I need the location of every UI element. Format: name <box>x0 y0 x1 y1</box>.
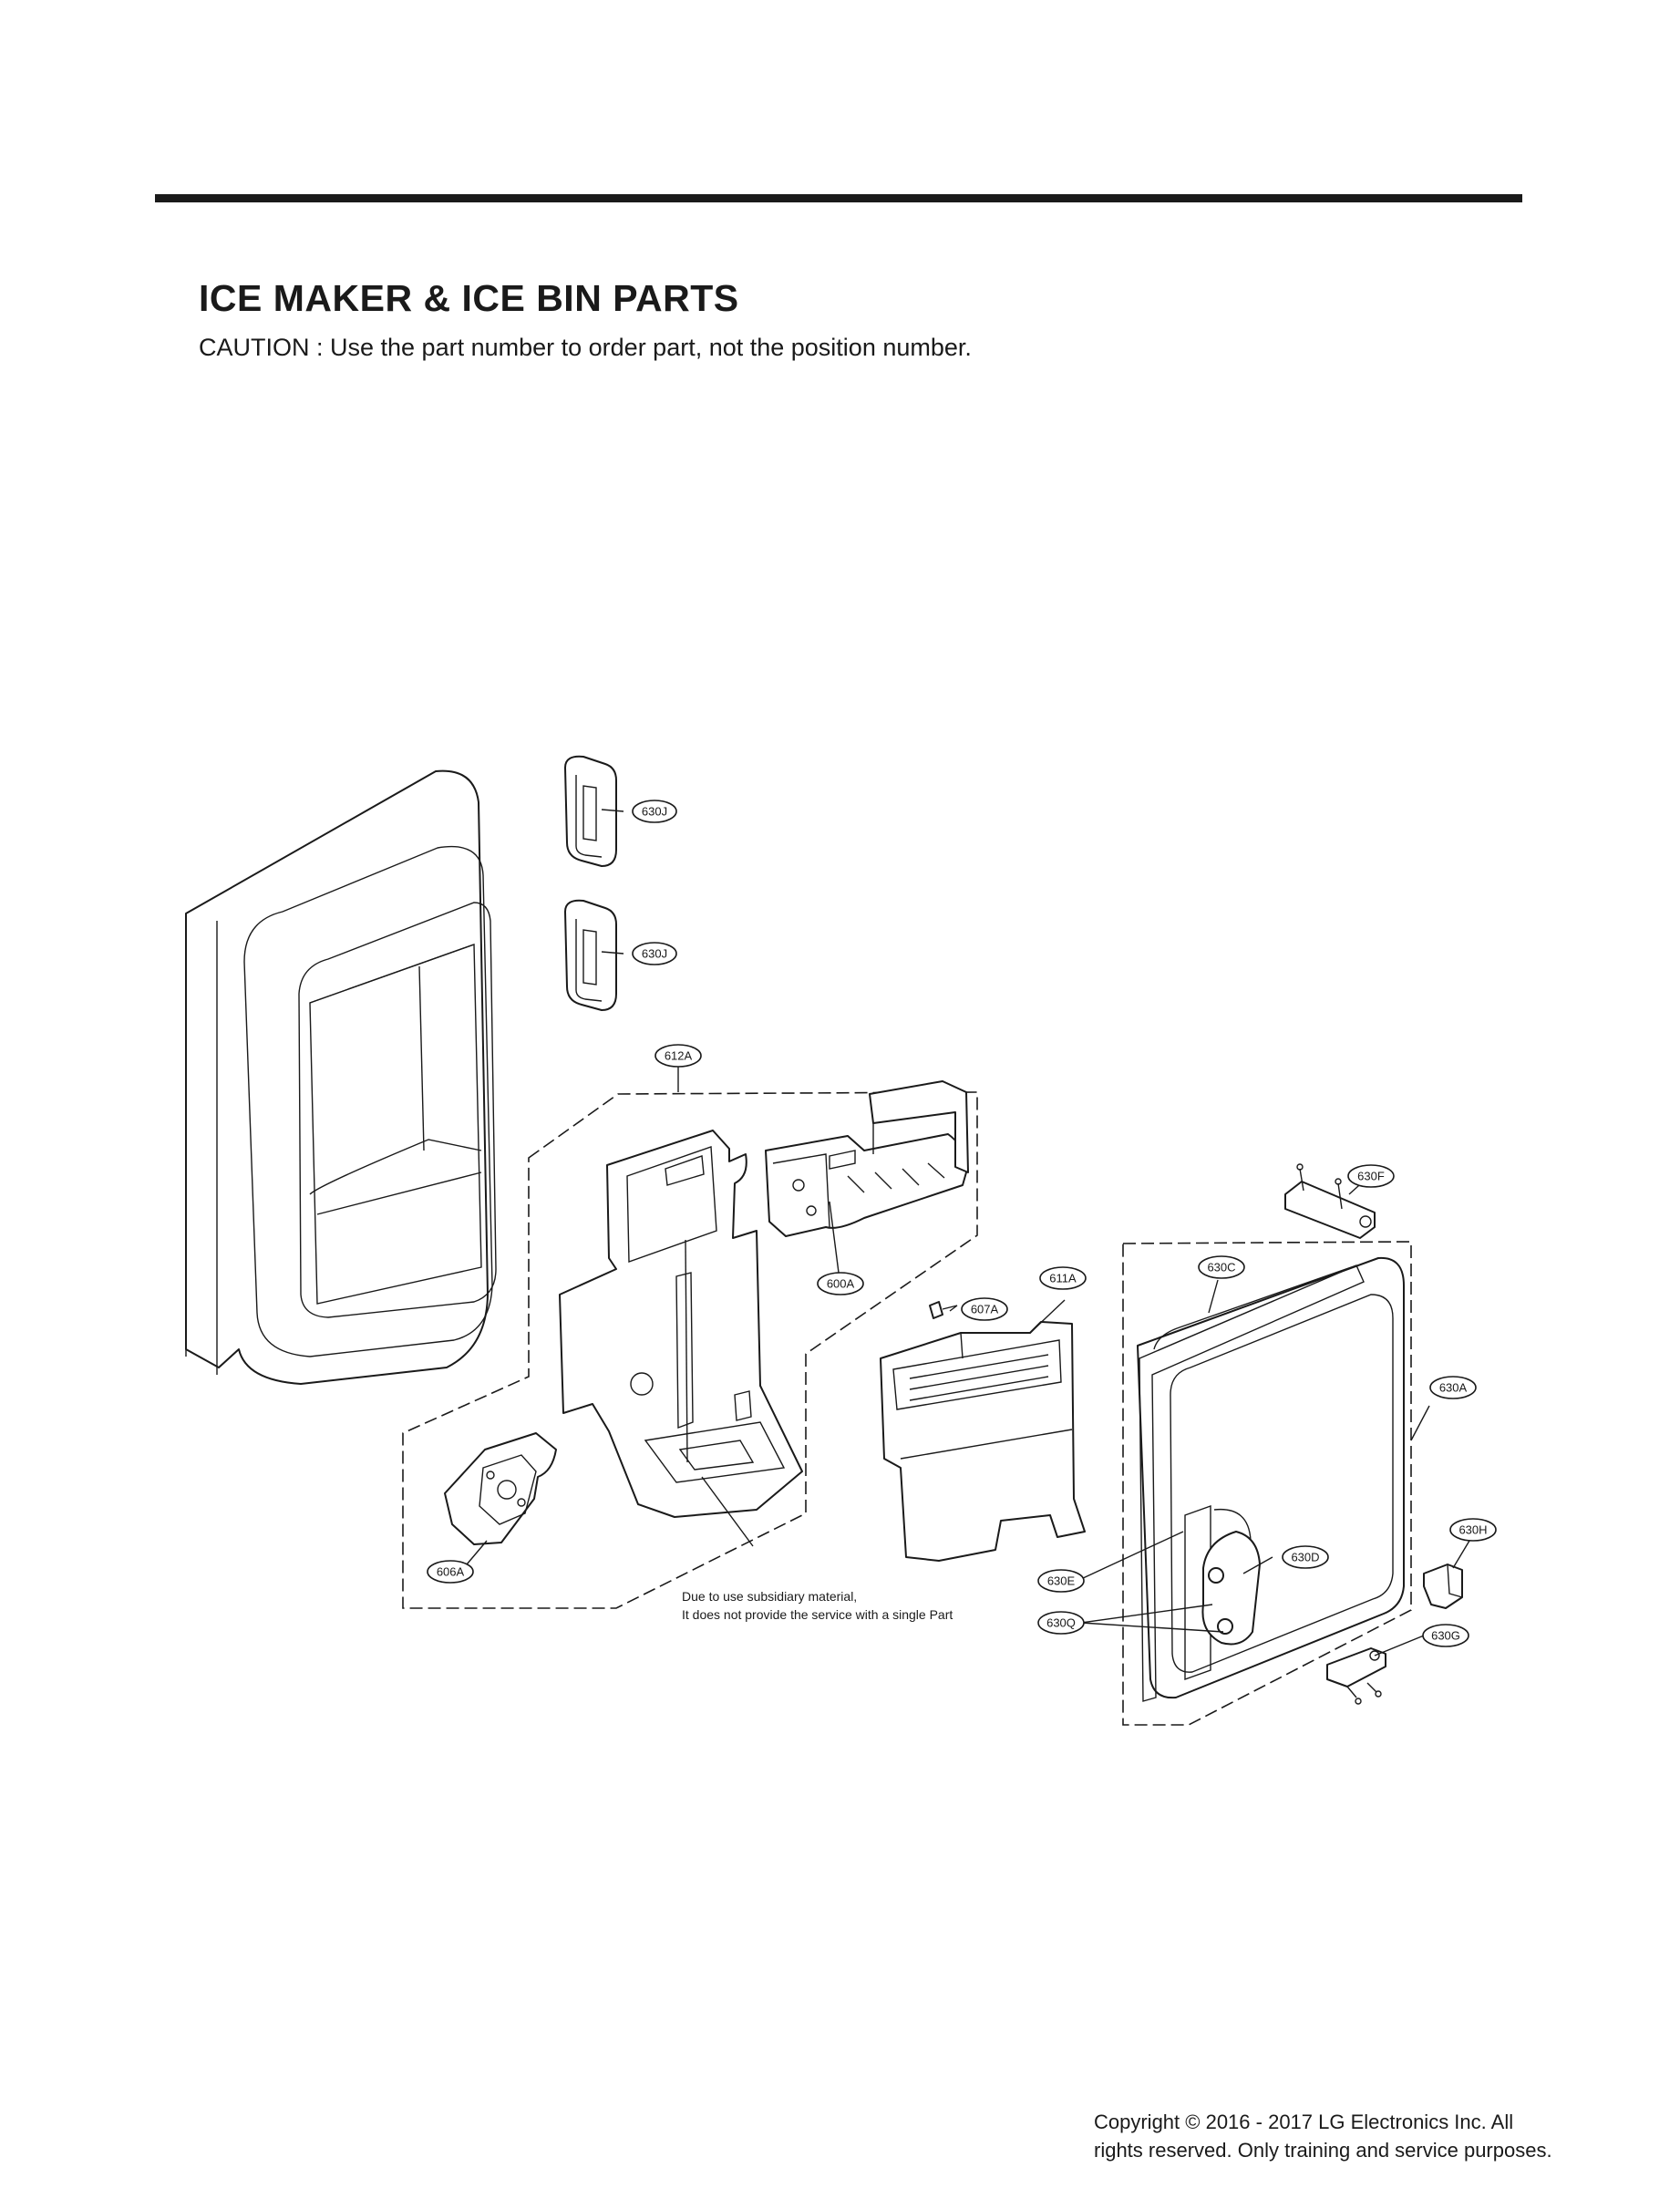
leader-lines <box>466 809 1470 1656</box>
note-line-1: Due to use subsidiary material, <box>682 1589 857 1604</box>
callout-label: 630Q <box>1046 1615 1076 1629</box>
hinge-bracket-630g <box>1326 1647 1386 1705</box>
caution-note: CAUTION : Use the part number to order p… <box>199 334 972 361</box>
callout-label: 630D <box>1291 1550 1319 1564</box>
callout-label: 630A <box>1439 1380 1468 1394</box>
screw-607a <box>929 1301 958 1319</box>
callout-label: 600A <box>827 1276 855 1290</box>
copyright-notice: Copyright © 2016 - 2017 LG Electronics I… <box>1094 2108 1604 2164</box>
callout-606a: 606A <box>427 1560 474 1584</box>
callout-611a: 611A <box>1039 1266 1087 1290</box>
callout-label: 630H <box>1458 1522 1487 1536</box>
ice-maker-unit <box>765 1080 969 1237</box>
callout-label: 630J <box>642 804 667 818</box>
callout-label: 630C <box>1207 1260 1235 1274</box>
callout-630g: 630G <box>1422 1624 1469 1647</box>
callout-label: 611A <box>1049 1271 1077 1285</box>
header-rule <box>155 194 1522 202</box>
callout-label: 612A <box>665 1048 693 1062</box>
callout-label: 630F <box>1357 1169 1385 1182</box>
hinge-cap-lower <box>564 899 617 1011</box>
ice-maker-bracket <box>559 1130 803 1518</box>
callout-630c: 630C <box>1198 1255 1245 1279</box>
door-gasket <box>1139 1264 1365 1702</box>
callout-600a: 600A <box>817 1272 864 1295</box>
hinge-cap-upper <box>564 755 617 867</box>
callout-label: 630G <box>1431 1628 1460 1642</box>
callout-630e: 630E <box>1037 1569 1085 1593</box>
door-stopper-630h <box>1423 1564 1463 1609</box>
note-line-2: It does not provide the service with a s… <box>682 1607 953 1622</box>
callout-630a: 630A <box>1429 1376 1477 1399</box>
callout-612a: 612A <box>654 1044 702 1068</box>
callout-630h: 630H <box>1449 1518 1497 1542</box>
copyright-line-2: rights reserved. Only training and servi… <box>1094 2139 1552 2162</box>
ice-bin-door-boundary <box>1122 1241 1412 1726</box>
callout-630f: 630F <box>1347 1164 1395 1188</box>
callout-label: 606A <box>437 1564 465 1578</box>
callout-630d: 630D <box>1282 1545 1329 1569</box>
callout-607a: 607A <box>961 1297 1008 1321</box>
door-liner <box>185 769 497 1385</box>
ice-bin-door <box>1137 1256 1405 1699</box>
ice-guide-606a <box>444 1432 557 1545</box>
door-latch <box>1201 1531 1261 1646</box>
page-title: ICE MAKER & ICE BIN PARTS <box>199 277 739 319</box>
callout-630j-top: 630J <box>632 800 677 823</box>
callout-label: 630E <box>1047 1574 1076 1587</box>
callout-label: 607A <box>971 1302 999 1316</box>
callout-630j-bottom: 630J <box>632 942 677 965</box>
ice-bin-cover <box>880 1321 1086 1562</box>
callout-label: 630J <box>642 946 667 960</box>
callout-630q: 630Q <box>1037 1611 1085 1635</box>
copyright-line-1: Copyright © 2016 - 2017 LG Electronics I… <box>1094 2111 1514 2133</box>
ice-maker-assembly-boundary <box>402 1091 978 1609</box>
hinge-bracket-630f <box>1284 1163 1376 1239</box>
